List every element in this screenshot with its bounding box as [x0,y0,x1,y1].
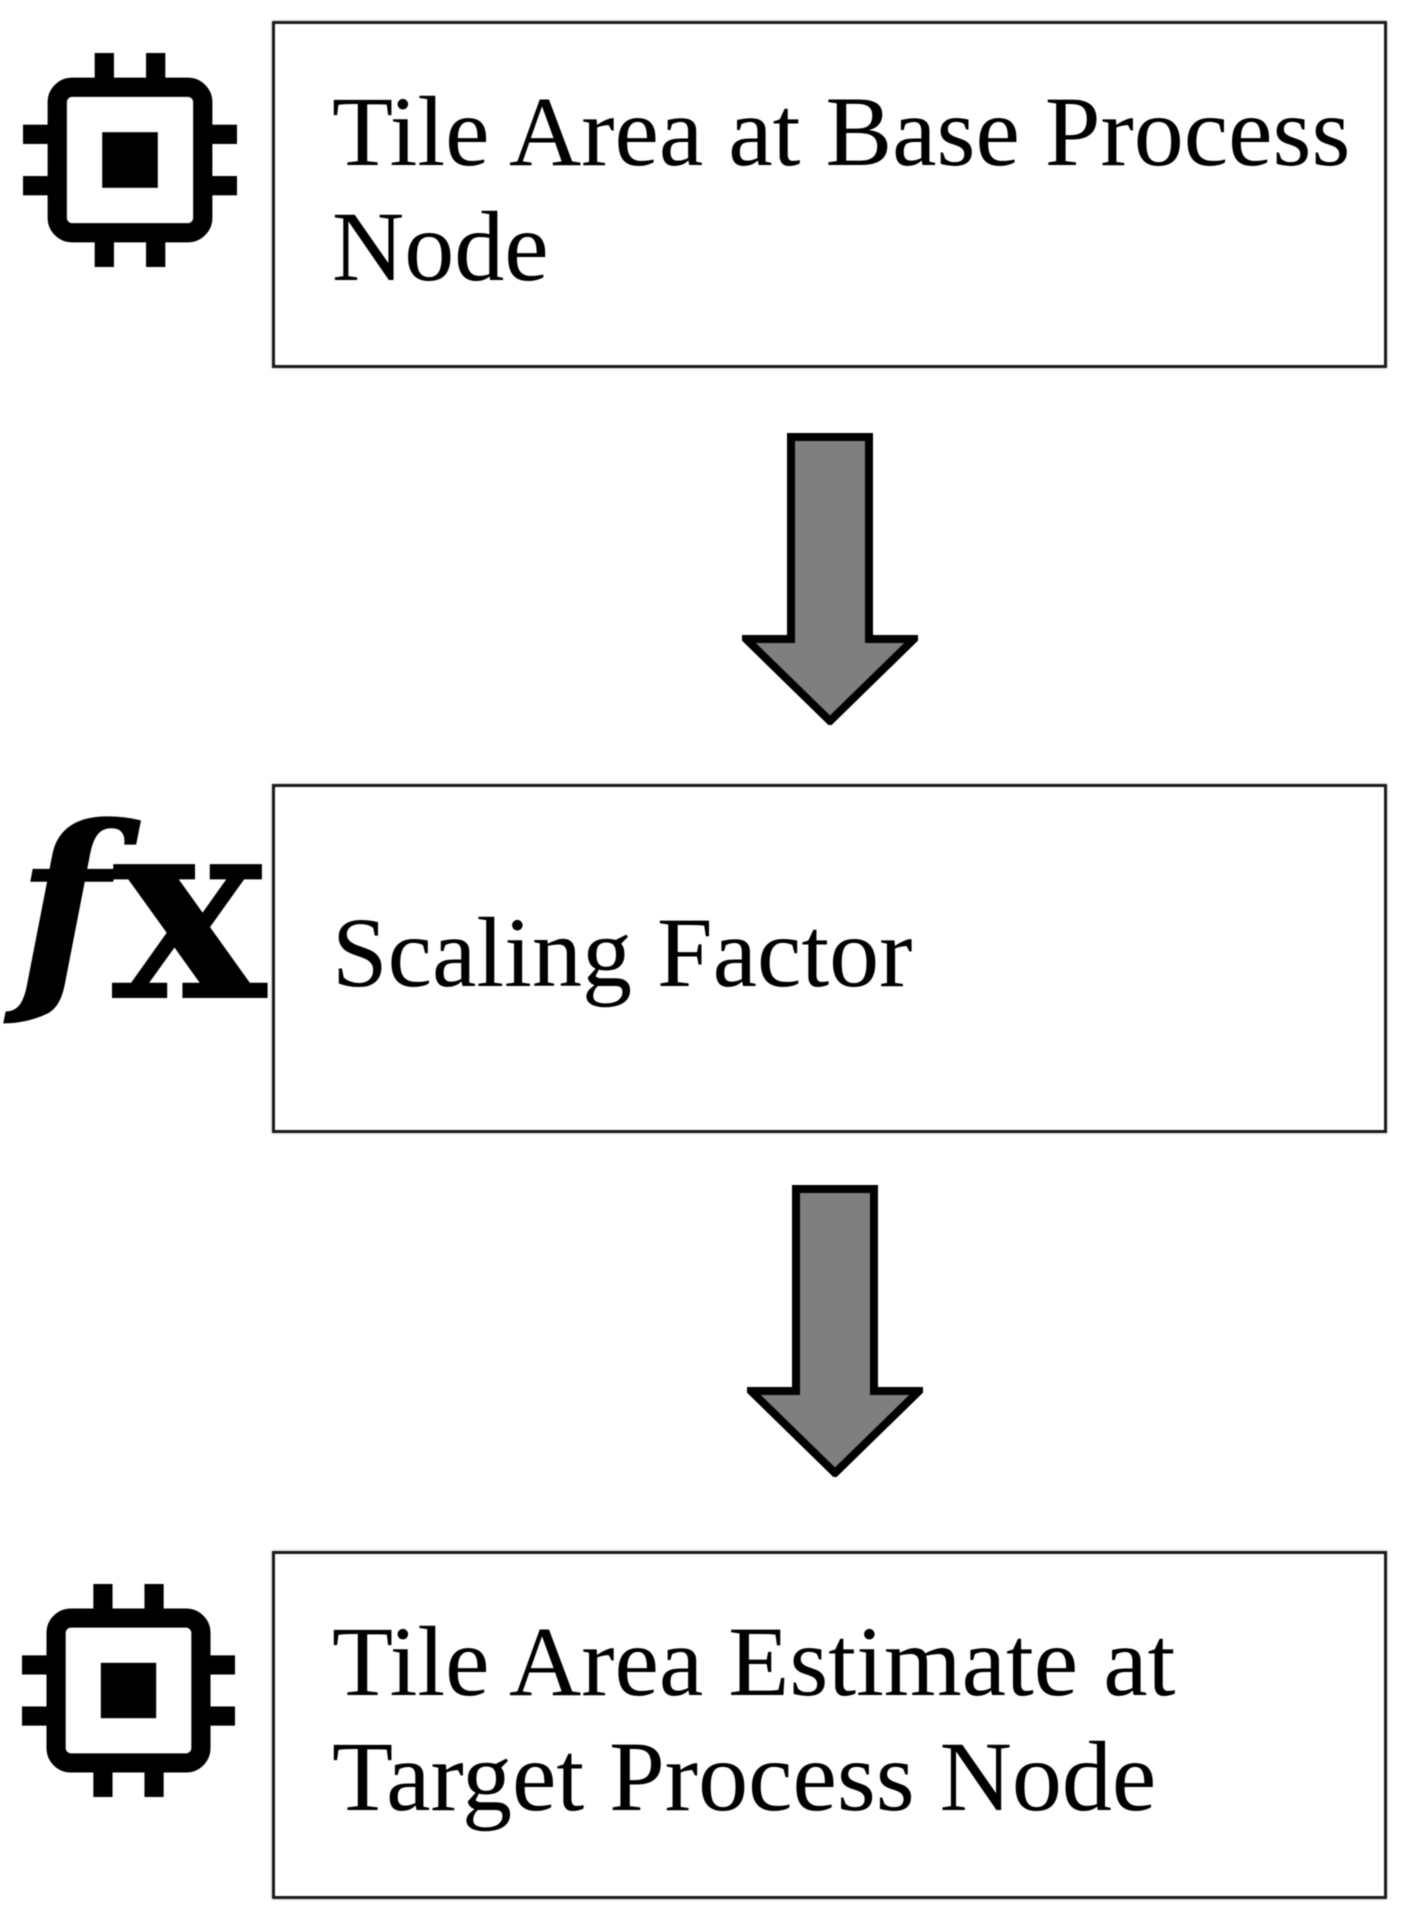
chip-icon [23,53,237,267]
chip-icon-graphic [23,53,237,267]
down-arrow-icon [742,433,918,725]
chip-icon-graphic [22,1584,235,1797]
chip-icon [22,1584,235,1797]
node-text-line: Tile Area Estimate at [332,1606,1176,1717]
function-icon: f x [3,756,269,1059]
down-arrow-shape [742,433,918,725]
node-text-line: Tile Area at Base Process [332,75,1351,187]
node-box-tile-area-target: Tile Area Estimate at Target Process Nod… [272,1551,1387,1899]
down-arrow-shape [747,1185,923,1477]
node-text-line: Node [332,190,549,302]
node-box-scaling-factor: Scaling Factor [272,784,1387,1133]
node-text-line: Target Process Node [332,1721,1157,1832]
function-icon-graphic: f x [3,756,269,1059]
node-text-line: Scaling Factor [332,897,913,1008]
svg-text:x: x [112,756,269,1059]
node-box-tile-area-base: Tile Area at Base Process Node [272,21,1387,368]
down-arrow-icon [747,1185,923,1477]
